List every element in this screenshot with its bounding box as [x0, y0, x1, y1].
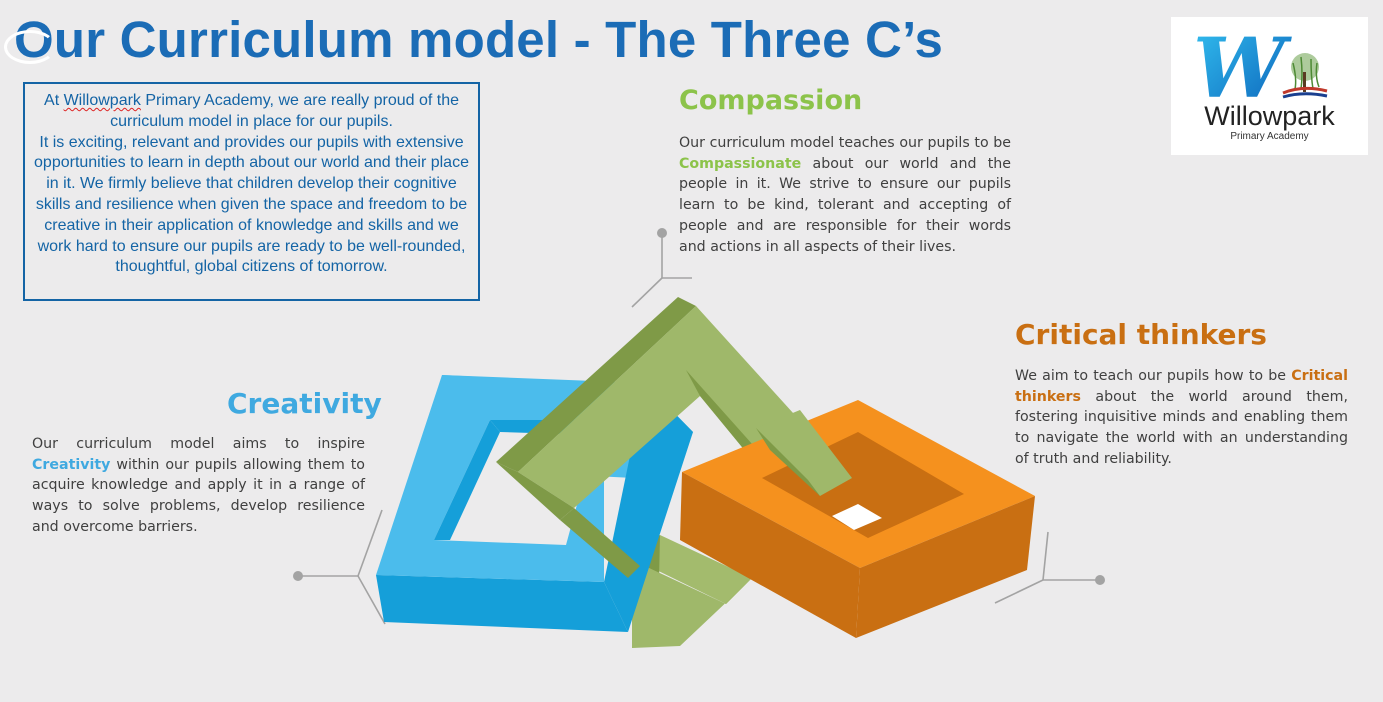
creativity-heading: Creativity	[227, 387, 382, 420]
intro-school-name: Willowpark	[63, 92, 141, 109]
creativity-text-start: Our curriculum model aims to inspire	[32, 436, 365, 452]
willow-tree-icon	[1282, 53, 1328, 99]
green-ring-overlap	[756, 410, 852, 496]
creativity-text-end: within our pupils allowing them to acqui…	[32, 456, 365, 535]
creativity-keyword: Creativity	[32, 456, 111, 473]
connector-critical-dot	[1095, 575, 1105, 585]
intro-first-line: At Willowpark Primary Academy, we are re…	[31, 91, 472, 133]
compassion-keyword: Compassionate	[679, 155, 802, 172]
critical-text-start: We aim to teach our pupils how to be	[1015, 368, 1292, 384]
compassion-text: Our curriculum model teaches our pupils …	[679, 133, 1011, 257]
connector-critical	[994, 531, 1100, 604]
logo-name: Willowpark	[1204, 101, 1335, 131]
intro-box: At Willowpark Primary Academy, we are re…	[23, 82, 480, 301]
creativity-text: Our curriculum model aims to inspire Cre…	[32, 434, 365, 538]
connector-compassion	[631, 233, 692, 308]
compassion-text-end: about our world and the people in it. We…	[679, 155, 1011, 255]
critical-thinkers-heading: Critical thinkers	[1015, 318, 1267, 351]
connector-creativity-dot	[293, 571, 303, 581]
compassion-text-start: Our curriculum model teaches our pupils …	[679, 135, 1011, 151]
connector-creativity	[298, 509, 386, 625]
critical-text-end: about the world around them, fostering i…	[1015, 388, 1348, 467]
critical-keyword: Critical thinkers	[1015, 368, 1348, 405]
logo-subtitle: Primary Academy	[1230, 131, 1309, 142]
intro-line-rest: Primary Academy, we are really proud of …	[110, 92, 459, 130]
critical-thinkers-text: We aim to teach our pupils how to be Cri…	[1015, 366, 1348, 470]
compassion-heading: Compassion	[679, 85, 863, 116]
green-ring-overlap-shadow	[756, 428, 820, 496]
title-decoration	[4, 30, 56, 64]
connector-compassion-dot	[657, 228, 667, 238]
logo-emblem: W	[1193, 21, 1328, 107]
logo-letter: W	[1193, 21, 1292, 107]
intro-paragraph: It is exciting, relevant and provides ou…	[34, 133, 469, 276]
page-title: Our Curriculum model - The Three C’s	[14, 11, 944, 68]
intro-line-start: At	[44, 92, 64, 109]
school-logo: W Willowpark Primary Academy	[1171, 17, 1368, 155]
